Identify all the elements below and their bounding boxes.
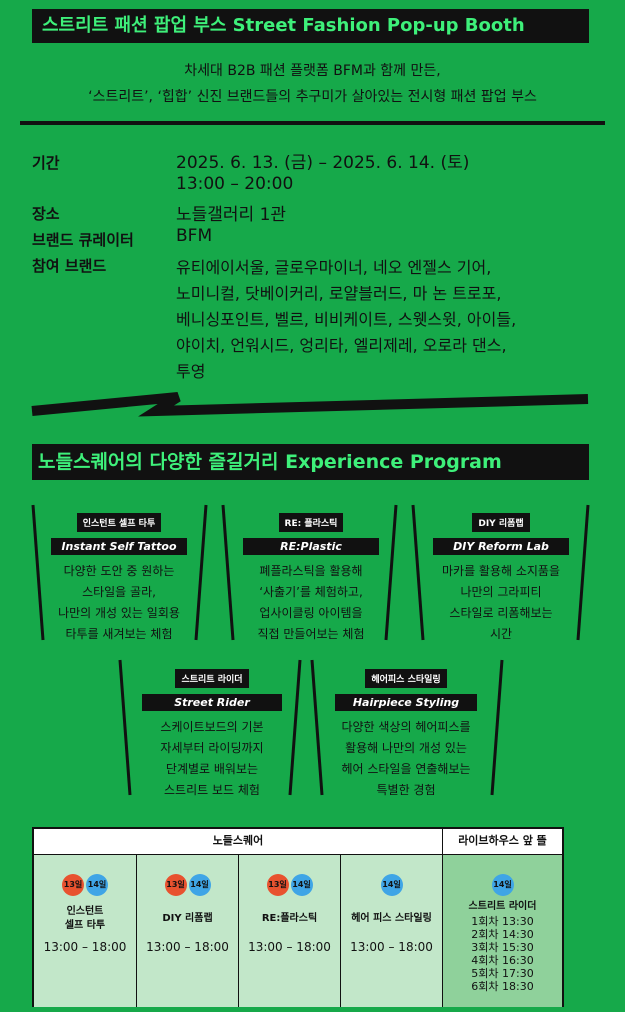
program-time: 13:00 – 18:00 xyxy=(350,940,433,954)
desc-line: 헤어 스타일을 연출해보는 xyxy=(341,762,471,776)
desc-line: 폐플라스틱을 활용해 xyxy=(259,564,363,578)
program-en-label: DIY Reform Lab xyxy=(433,538,569,555)
program-time: 13:00 – 18:00 xyxy=(248,940,331,954)
desc-line: 나만의 그라피티 xyxy=(460,585,542,599)
venue-header-left: 노들스퀘어 xyxy=(34,829,443,855)
place-value: 노들갤러리 1관 xyxy=(176,205,287,225)
brands-line: 유티에이서울, 글로우마이너, 네오 엔젤스 기어, xyxy=(176,258,492,277)
desc-line: 업사이클링 아이템을 xyxy=(259,606,363,620)
day-badge: 14일 xyxy=(290,874,313,896)
session-line: 1회차 13:30 xyxy=(471,915,534,928)
session-line: 5회차 17:30 xyxy=(471,967,534,980)
desc-line: 스트리트 보드 체험 xyxy=(164,783,260,797)
desc-line: 나만의 개성 있는 일회용 xyxy=(58,606,180,620)
zigzag-decoration xyxy=(31,392,589,417)
program-kr-label: DIY 리폼랩 xyxy=(472,513,530,532)
session-line: 6회차 18:30 xyxy=(471,980,534,993)
program-en-label: Street Rider xyxy=(142,694,282,711)
program-kr-label: 스트리트 라이더 xyxy=(175,669,249,688)
day-badge: 14일 xyxy=(491,874,514,896)
desc-line: 특별한 경험 xyxy=(376,783,436,797)
brands-line: 베니싱포인트, 벨르, 비비케이트, 스웻스윗, 아이들, xyxy=(176,310,517,329)
program-item: 스트리트 라이더 Street Rider 스케이트보드의 기본 자세부터 라이… xyxy=(138,667,286,801)
program-en-label: Hairpiece Styling xyxy=(335,694,477,711)
program-item: 헤어피스 스타일링 Hairpiece Styling 다양한 색상의 헤어피스… xyxy=(326,667,486,801)
desc-line: ‘사출기’를 체험하고, xyxy=(259,585,363,599)
intro-line-2: ‘스트리트’, ‘힙합’ 신진 브랜드들의 추구미가 살아있는 전시형 패션 팝… xyxy=(88,89,537,105)
program-item: RE: 플라스틱 RE:Plastic 폐플라스틱을 활용해 ‘사출기’를 체험… xyxy=(240,511,382,645)
curator-label: 브랜드 큐레이터 xyxy=(32,231,134,249)
day-badge: 13일 xyxy=(266,874,289,896)
desc-line: 직접 만들어보는 체험 xyxy=(257,627,365,641)
program-desc: 다양한 도안 중 원하는 스타일을 골라, 나만의 개성 있는 일회용 타투를 … xyxy=(48,561,190,645)
divider xyxy=(20,121,605,125)
brands-label: 참여 브랜드 xyxy=(32,257,107,275)
program-name: 스트리트 라이더 xyxy=(468,901,537,912)
day-badge: 13일 xyxy=(62,874,84,896)
desc-line: 타투를 새겨보는 체험 xyxy=(65,627,173,641)
rider-sessions: 1회차 13:30 2회차 14:30 3회차 15:30 4회차 16:30 … xyxy=(443,915,562,993)
program-item: 인스턴트 셀프 타투 Instant Self Tattoo 다양한 도안 중 … xyxy=(48,511,190,645)
desc-line: 스타일로 리폼해보는 xyxy=(449,606,553,620)
session-line: 3회차 15:30 xyxy=(471,941,534,954)
day-badge: 13일 xyxy=(164,874,187,896)
booth-title: 스트리트 패션 팝업 부스 Street Fashion Pop-up Boot… xyxy=(32,9,589,43)
program-kr-label: RE: 플라스틱 xyxy=(278,513,344,532)
curator-value: BFM xyxy=(176,226,213,246)
brands-line: 노미니컬, 닷베이커리, 로얄블러드, 마 논 트로포, xyxy=(176,284,502,303)
program-desc: 스케이트보드의 기본 자세부터 라이딩까지 단계별로 배워보는 스트리트 보드 … xyxy=(138,717,286,801)
desc-line: 스케이트보드의 기본 xyxy=(160,720,264,734)
schedule-cell: 14일 헤어 피스 스타일링 13:00 – 18:00 xyxy=(341,855,443,1007)
program-time: 13:00 – 18:00 xyxy=(43,940,127,954)
program-kr-label: 헤어피스 스타일링 xyxy=(365,669,447,688)
day-badge: 14일 xyxy=(86,874,108,896)
session-line: 2회차 14:30 xyxy=(471,928,534,941)
period-value: 2025. 6. 13. (금) – 2025. 6. 14. (토) xyxy=(176,153,470,173)
desc-line: 스타일을 골라, xyxy=(82,585,156,599)
program-name: DIY 리폼랩 xyxy=(162,913,213,924)
schedule-cell-rider: 14일 스트리트 라이더 1회차 13:30 2회차 14:30 3회차 15:… xyxy=(443,855,562,1007)
period-label: 기간 xyxy=(32,154,60,172)
program-name: 헤어 피스 스타일링 xyxy=(351,913,432,924)
desc-line: 마카를 활용해 소지품을 xyxy=(441,564,561,578)
desc-line: 자세부터 라이딩까지 xyxy=(160,741,264,755)
brands-line: 투영 xyxy=(176,362,206,381)
program-time: 13:00 – 18:00 xyxy=(146,940,229,954)
venue-header-right: 라이브하우스 앞 뜰 xyxy=(443,829,562,855)
program-en-label: RE:Plastic xyxy=(243,538,379,555)
name-line: 인스턴트 xyxy=(66,906,104,917)
desc-line: 활용해 나만의 개성 있는 xyxy=(345,741,467,755)
desc-line: 시간 xyxy=(489,627,513,641)
desc-line: 단계별로 배워보는 xyxy=(165,762,259,776)
brands-line: 야이치, 언워시드, 엉리타, 엘리제레, 오로라 댄스, xyxy=(176,336,507,355)
day-badge: 14일 xyxy=(380,874,403,896)
session-line: 4회차 16:30 xyxy=(471,954,534,967)
desc-line: 다양한 도안 중 원하는 xyxy=(63,564,175,578)
brands-list: 유티에이서울, 글로우마이너, 네오 엔젤스 기어, 노미니컬, 닷베이커리, … xyxy=(176,255,576,385)
desc-line: 다양한 색상의 헤어피스를 xyxy=(341,720,471,734)
day-badge: 14일 xyxy=(188,874,211,896)
name-line: 셀프 타투 xyxy=(64,920,106,931)
program-en-label: Instant Self Tattoo xyxy=(51,538,187,555)
place-label: 장소 xyxy=(32,205,60,223)
program-desc: 다양한 색상의 헤어피스를 활용해 나만의 개성 있는 헤어 스타일을 연출해보… xyxy=(326,717,486,801)
program-desc: 폐플라스틱을 활용해 ‘사출기’를 체험하고, 업사이클링 아이템을 직접 만들… xyxy=(240,561,382,645)
intro-line-1: 차세대 B2B 패션 플랫폼 BFM과 함께 만든, xyxy=(184,63,441,79)
program-name: RE:플라스틱 xyxy=(261,913,318,924)
time-value: 13:00 – 20:00 xyxy=(176,174,294,194)
program-kr-label: 인스턴트 셀프 타투 xyxy=(76,513,162,532)
program-desc: 마카를 활용해 소지품을 나만의 그라피티 스타일로 리폼해보는 시간 xyxy=(430,561,572,645)
program-item: DIY 리폼랩 DIY Reform Lab 마카를 활용해 소지품을 나만의 … xyxy=(430,511,572,645)
program-title: 노들스퀘어의 다양한 즐길거리 Experience Program xyxy=(32,444,589,480)
